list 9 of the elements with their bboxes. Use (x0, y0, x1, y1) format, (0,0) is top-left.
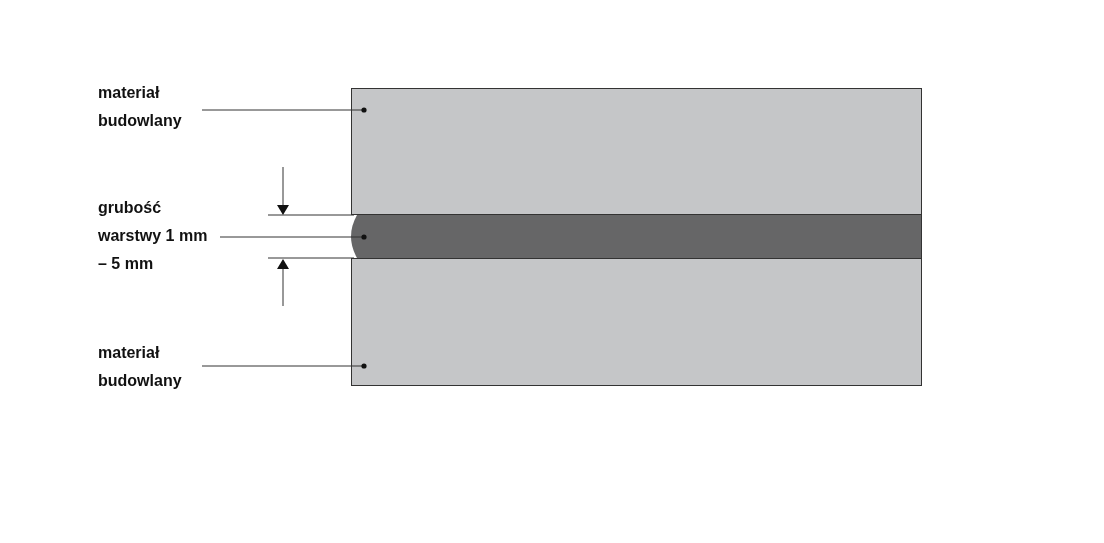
leader-line (201, 107, 367, 113)
leader-line (201, 363, 367, 369)
part-label: materiał budowlany (98, 79, 202, 135)
part-label: grubość warstwy 1 mm – 5 mm (98, 194, 220, 278)
part-label: materiał budowlany (98, 339, 202, 395)
leader-line (219, 234, 367, 240)
material-block (351, 258, 922, 386)
material-block (351, 88, 922, 215)
layer-bar (351, 215, 922, 258)
